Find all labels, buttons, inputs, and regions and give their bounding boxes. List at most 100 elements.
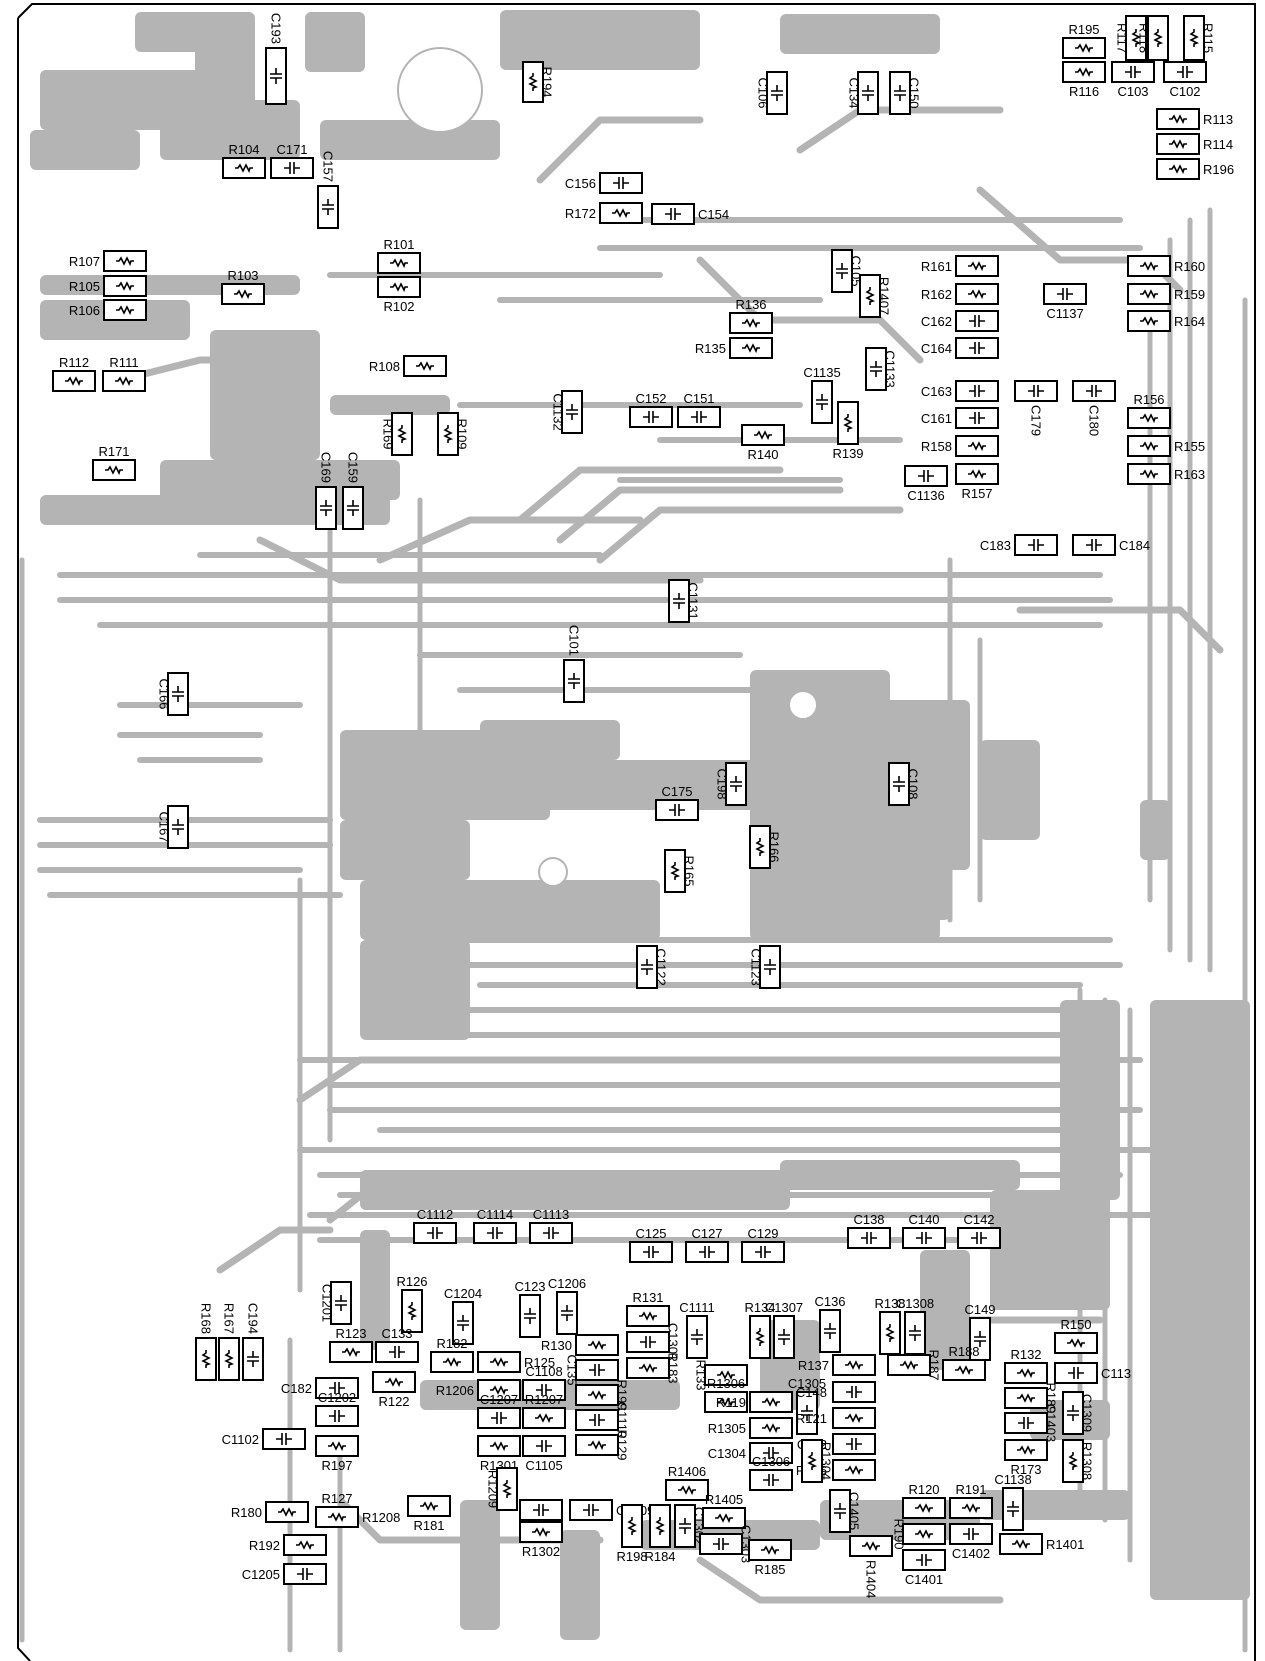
capacitor-symbol-icon [247, 1351, 259, 1367]
capacitor-c1137: C1137 [1043, 283, 1087, 321]
resistor-r183: R183 [626, 1352, 681, 1384]
resistor-r1308: R1308 [1062, 1439, 1095, 1483]
resistor-r187: R187 [887, 1349, 942, 1381]
capacitor-symbol-icon [536, 1440, 552, 1452]
resistor-r1304: R1304 [801, 1439, 834, 1483]
component-ref-label: C179 [1029, 405, 1044, 436]
capacitor-c1201: C1201 [320, 1281, 352, 1325]
capacitor-c1135: C1135 [803, 365, 841, 424]
component-ref-label: R164 [1174, 314, 1205, 329]
capacitor-symbol-icon [640, 1336, 656, 1348]
resistor-symbol-icon [1169, 164, 1187, 175]
copper-pour [210, 330, 320, 460]
component-body [888, 762, 910, 806]
capacitor-c1132: C1132 [551, 390, 583, 434]
resistor-symbol-icon [915, 1529, 933, 1540]
capacitor-c1403: C1403 [1004, 1404, 1059, 1442]
component-body [686, 1315, 708, 1359]
component-ref-label: R135 [695, 341, 726, 356]
capacitor-c1301: C1301 [626, 1323, 681, 1361]
capacitor-c101: C101 [563, 625, 585, 703]
capacitor-c1102: C1102 [222, 1428, 306, 1450]
component-body [902, 1227, 946, 1249]
component-body [1062, 1391, 1084, 1435]
resistor-r126: R126 [396, 1274, 428, 1333]
component-ref-label: C1114 [477, 1207, 513, 1222]
resistor-r180: R180 [231, 1501, 309, 1523]
capacitor-symbol-icon [172, 819, 184, 835]
capacitor-c156: C156 [565, 172, 643, 194]
component-body [519, 1294, 541, 1338]
copper-trace [516, 466, 784, 524]
resistor-r195: R195 [1062, 22, 1106, 59]
capacitor-symbol-icon [861, 1232, 877, 1244]
component-ref-label: C1401 [905, 1572, 943, 1587]
capacitor-symbol-icon [1177, 66, 1193, 78]
capacitor-c1105: C1105 [522, 1435, 566, 1473]
resistor-symbol-icon [865, 287, 876, 305]
component-ref-label: C1308 [896, 1296, 934, 1311]
resistor-symbol-icon [1169, 114, 1187, 125]
component-body [949, 1523, 993, 1545]
capacitor-symbol-icon [297, 1568, 313, 1580]
component-body [904, 1311, 926, 1355]
component-body [955, 310, 999, 332]
copper-trace [556, 486, 844, 544]
capacitor-symbol-icon [836, 263, 848, 279]
resistor-r1302: R1302 [519, 1521, 563, 1559]
resistor-symbol-icon [962, 1503, 980, 1514]
component-body [626, 1331, 670, 1353]
resistor-symbol-icon [116, 281, 134, 292]
resistor-r116: R116 [1062, 61, 1106, 99]
resistor-r192: R192 [249, 1534, 327, 1556]
capacitor-c134: C134 [847, 71, 879, 115]
component-ref-label: C1403 [1044, 1404, 1059, 1442]
component-ref-label: R187 [927, 1349, 942, 1380]
component-ref-label: R123 [335, 1326, 366, 1341]
component-ref-label: R1209 [486, 1470, 501, 1508]
capacitor-c1305: C1305 [788, 1376, 826, 1435]
capacitor-symbol-icon [566, 404, 578, 420]
resistor-r131: R131 [626, 1290, 670, 1327]
resistor-symbol-icon [1068, 1452, 1079, 1470]
resistor-symbol-icon [955, 1365, 973, 1376]
copper-trace [536, 116, 704, 184]
resistor-symbol-icon [528, 73, 539, 91]
resistor-symbol-icon [900, 1360, 918, 1371]
resistor-r135: R135 [695, 337, 773, 359]
component-ref-label: R1305 [708, 1421, 746, 1436]
component-body [749, 1469, 793, 1491]
capacitor-c1401: C1401 [902, 1549, 946, 1587]
resistor-r1306: R1306 [704, 1376, 748, 1413]
capacitor-c1206: C1206 [548, 1276, 586, 1335]
capacitor-c127: C127 [685, 1226, 729, 1263]
capacitor-symbol-icon [834, 1503, 846, 1519]
component-ref-label: C150 [907, 77, 922, 108]
resistor-r140: R140 [741, 424, 785, 462]
resistor-symbol-icon [761, 1545, 779, 1556]
capacitor-c171: C171 [270, 142, 314, 179]
component-ref-label: C198 [715, 768, 730, 799]
capacitor-symbol-icon [862, 85, 874, 101]
resistor-symbol-icon [639, 1363, 657, 1374]
component-ref-label: R115 [1201, 23, 1216, 53]
resistor-symbol-icon [968, 289, 986, 300]
resistor-symbol-icon [1140, 289, 1158, 300]
component-ref-label: R112 [59, 355, 89, 370]
component-ref-label: C1122 [654, 948, 669, 985]
capacitor-symbol-icon [969, 412, 985, 424]
capacitor-c162: C162 [921, 310, 999, 332]
component-ref-label: R166 [767, 831, 782, 862]
resistor-r168: R168 [195, 1303, 217, 1381]
component-ref-label: R197 [321, 1458, 352, 1473]
component-ref-label: C180 [1087, 405, 1102, 436]
component-body [847, 1227, 891, 1249]
resistor-symbol-icon [612, 208, 630, 219]
component-body [651, 203, 695, 225]
component-ref-label: C184 [1119, 538, 1150, 553]
resistor-symbol-icon [627, 1517, 638, 1535]
component-body [955, 407, 999, 429]
component-body [811, 380, 833, 424]
component-ref-label: C161 [921, 411, 952, 426]
